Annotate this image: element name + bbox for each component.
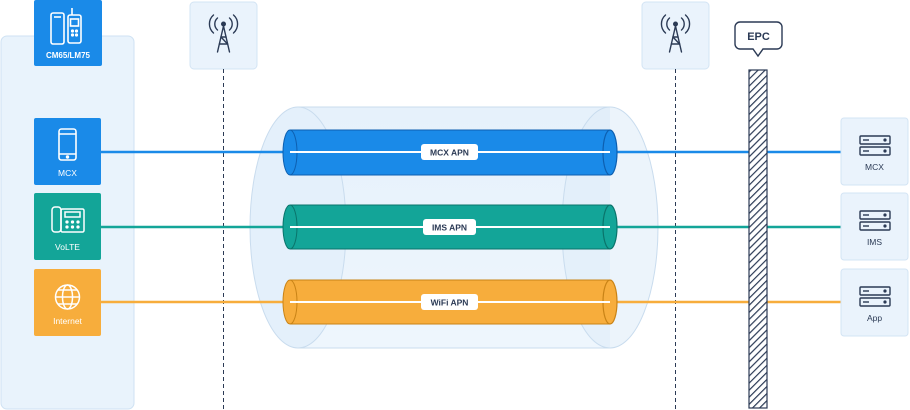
tower-1-box	[189, 1, 258, 70]
tower-2-box	[641, 1, 710, 70]
server-label-ims: IMS	[867, 237, 882, 247]
device-tile: CM65/LM75	[34, 0, 102, 66]
service-label-volte: VoLTE	[55, 242, 80, 252]
server-tile-ims: IMS	[840, 192, 909, 261]
server-icon	[859, 210, 891, 231]
service-label-internet: Internet	[53, 316, 82, 326]
cell-tower-icon	[208, 14, 239, 53]
cell-tower-icon	[660, 14, 691, 53]
service-label-mcx: MCX	[58, 168, 77, 178]
service-tile-volte: VoLTE	[34, 193, 101, 260]
server-tile-app: App	[840, 268, 909, 337]
ims-apn-tunnel: IMS APN	[282, 204, 618, 250]
server-label-app: App	[867, 313, 882, 323]
server-icon	[859, 286, 891, 307]
mcx-apn-tunnel: MCX APN	[282, 129, 618, 176]
service-tile-internet: Internet	[34, 269, 101, 336]
server-label-mcx: MCX	[865, 162, 884, 172]
epc-label: EPC	[747, 31, 770, 43]
ims-apn-label: IMS APN	[432, 223, 467, 233]
desk-phone-icon	[51, 206, 85, 233]
server-tile-mcx: MCX	[840, 117, 909, 186]
wifi-apn-label: WiFi APN	[431, 298, 469, 308]
service-tile-mcx: MCX	[34, 118, 101, 185]
smartphone-icon	[58, 128, 77, 161]
device-label: CM65/LM75	[46, 51, 91, 60]
handsets-icon	[50, 8, 82, 45]
epc-callout: EPC	[734, 21, 783, 58]
mcx-apn-label: MCX APN	[430, 148, 469, 158]
server-icon	[859, 135, 891, 156]
wifi-apn-tunnel: WiFi APN	[282, 279, 618, 325]
globe-icon	[54, 284, 81, 310]
epc-bar	[748, 69, 768, 409]
